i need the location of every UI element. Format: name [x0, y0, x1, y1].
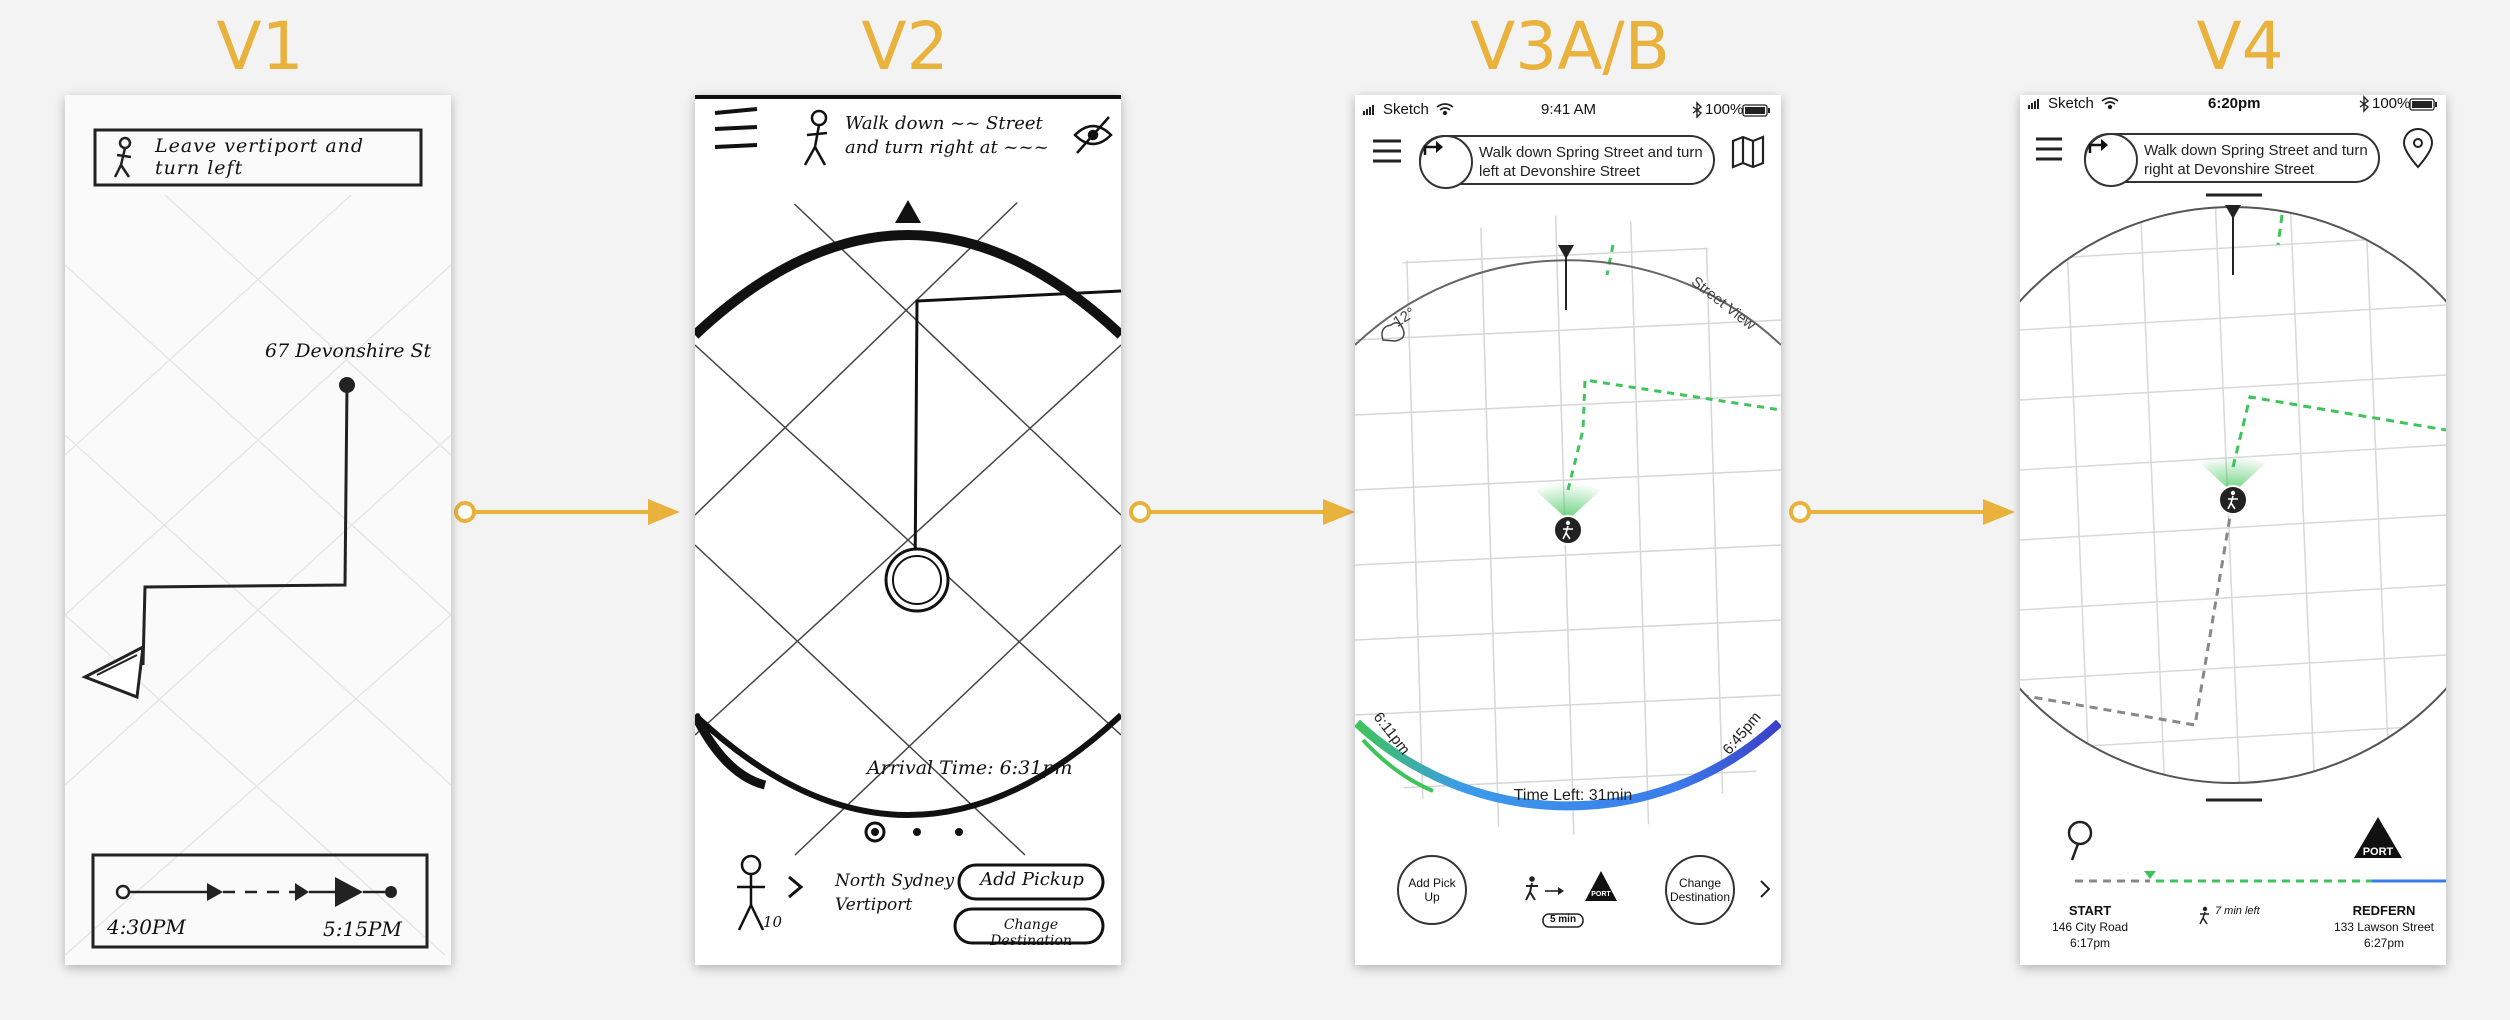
v4-port-label: PORT	[2362, 846, 2394, 858]
v3-walk-duration: 5 min	[1549, 914, 1577, 925]
frame-v3: Sketch 9:41 AM 100% Walk down Spring Str…	[1355, 95, 1781, 965]
trip-progress-bar	[2075, 871, 2446, 883]
frame-v4: Sketch 6:20pm 100% Walk down Spring Stre…	[2020, 95, 2446, 965]
v3-add-pickup-button[interactable]: Add Pick Up	[1397, 855, 1467, 925]
start-pin-icon	[2067, 820, 2093, 861]
v4-end-time: 6:27pm	[2363, 936, 2405, 950]
v3-port-label: PORT	[1591, 891, 1611, 898]
walker-small-icon	[2199, 906, 2209, 925]
arrow-v3-v4	[1789, 499, 2015, 525]
signal-icon	[2028, 99, 2039, 109]
battery-icon	[2409, 98, 2437, 111]
v4-carrier: Sketch	[2048, 95, 2094, 112]
v4-clock: 6:20pm	[2208, 95, 2261, 112]
turn-right-icon	[1419, 135, 1473, 189]
chevron-right-icon[interactable]	[1760, 880, 1771, 898]
v4-battery-percent: 100%	[2372, 95, 2411, 112]
map-icon[interactable]	[1731, 135, 1765, 169]
bluetooth-icon	[1692, 101, 1703, 119]
v4-instruction-banner[interactable]: Walk down Spring Street and turn right a…	[2084, 133, 2380, 187]
v2-add-pickup-button[interactable]: Add Pickup	[980, 869, 1084, 890]
port-icon	[2354, 817, 2402, 858]
frame-v2: Walk down ~~ Street and turn right at ~~…	[695, 95, 1121, 965]
v1-end-time: 5:15PM	[323, 917, 402, 941]
v2-change-destination-button[interactable]: Change Destination	[990, 917, 1072, 949]
wifi-icon	[2101, 97, 2119, 110]
walk-to-port-icon	[1525, 871, 1617, 901]
arrow-v1-v2	[454, 499, 680, 525]
v1-sketch-map	[65, 128, 451, 956]
eye-off-icon[interactable]	[1073, 116, 1113, 154]
pedestrian-marker	[2218, 485, 2248, 515]
version-label-v4: V4	[2196, 8, 2284, 85]
wifi-icon	[1436, 103, 1454, 116]
v1-instruction: Leave vertiport and turn left	[155, 135, 365, 179]
v3-time-left: Time Left: 31min	[1513, 787, 1633, 804]
v2-instruction-line1: Walk down ~~ Street	[845, 113, 1043, 134]
v4-instruction-text: Walk down Spring Street and turn right a…	[2144, 142, 2368, 178]
v3-instruction-text: Walk down Spring Street and turn left at…	[1479, 144, 1703, 180]
v2-location-line2: Vertiport	[835, 895, 913, 915]
v4-end-label: REDFERN	[2352, 903, 2416, 918]
v3-battery-percent: 100%	[1705, 101, 1744, 118]
v4-start-address: 146 City Road	[2051, 920, 2129, 934]
v4-start-time: 6:17pm	[2069, 936, 2111, 950]
v1-start-time: 4:30PM	[107, 915, 186, 939]
location-pin-icon[interactable]	[2402, 128, 2434, 169]
weather-icon	[1381, 322, 1405, 342]
bluetooth-icon	[2359, 95, 2370, 113]
frame-v1: Leave vertiport and turn left 67 Devonsh…	[65, 95, 451, 965]
turn-right-icon	[2084, 133, 2138, 187]
version-label-v1: V1	[216, 8, 304, 85]
v2-instruction-line2: and turn right at ~~~	[845, 137, 1049, 158]
v3-map	[1355, 101, 1781, 928]
person-icon	[737, 854, 765, 931]
battery-icon	[1742, 104, 1770, 117]
v3-clock: 9:41 AM	[1541, 101, 1597, 118]
v1-destination: 67 Devonshire St	[265, 340, 432, 362]
version-label-v2: V2	[861, 8, 949, 85]
arrow-v2-v3	[1129, 499, 1355, 525]
v3-change-destination-button[interactable]: Change Destination	[1665, 855, 1735, 925]
hamburger-icon[interactable]	[714, 107, 758, 149]
v2-sketch-map	[695, 95, 1121, 945]
v2-walker-count: 10	[763, 913, 783, 931]
hamburger-icon[interactable]	[2036, 137, 2062, 161]
signal-icon	[1363, 105, 1374, 115]
v3-carrier: Sketch	[1383, 101, 1429, 118]
v4-time-remaining: 7 min left	[2215, 905, 2260, 917]
v2-location-line1: North Sydney	[835, 871, 955, 891]
walker-icon	[803, 109, 828, 166]
pedestrian-marker	[1553, 515, 1583, 545]
hamburger-icon[interactable]	[1373, 139, 1401, 163]
v4-start-label: START	[2068, 903, 2112, 918]
v4-map	[2020, 95, 2446, 925]
v2-arrival-time: Arrival Time: 6:31pm	[867, 757, 1073, 779]
v4-end-address: 133 Lawson Street	[2333, 920, 2435, 934]
version-label-v3: V3A/B	[1470, 8, 1670, 85]
v3-instruction-banner[interactable]: Walk down Spring Street and turn left at…	[1419, 135, 1715, 189]
